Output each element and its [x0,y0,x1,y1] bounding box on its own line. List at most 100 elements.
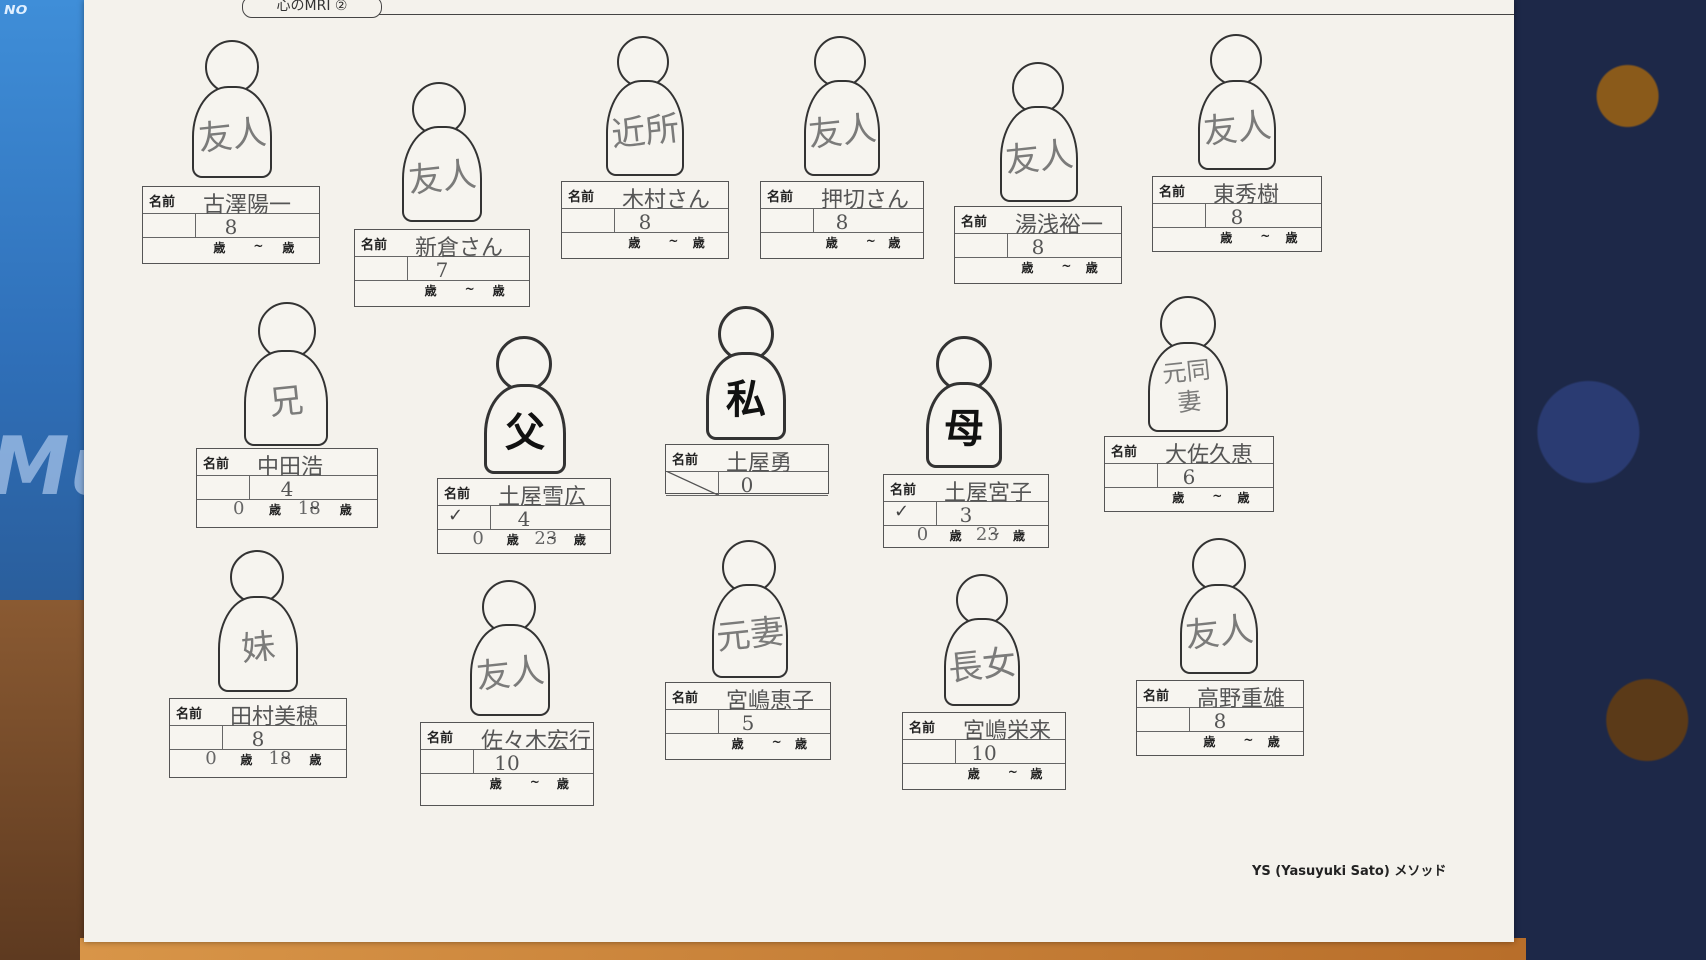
worksheet-page: 心のMRI ② YS (Yasuyuki Sato) メソッド 友人名前古澤陽一… [84,0,1514,942]
background-left-blue: ᴺᴼ Mu [0,0,127,600]
range-sai-label: 歳 [556,777,569,791]
person-name[interactable]: 湯浅裕一 [1015,213,1104,238]
person-age[interactable]: 10 [494,751,520,775]
card-row-name [1137,681,1303,708]
person-age[interactable]: 4 [280,477,294,501]
person-name[interactable]: 木村さん [622,188,711,213]
range-to[interactable]: 23 [534,528,558,549]
person-name[interactable]: 大佐久恵 [1165,443,1254,468]
range-sai-label: 歳 [1172,491,1185,505]
range-sai-label: 歳 [1021,261,1034,275]
range-sai-label: 歳 [240,753,253,767]
person-head [814,36,866,88]
person-body: 友人 [470,624,550,716]
footer-credit: YS (Yasuyuki Sato) メソッド [1252,864,1447,879]
person-name[interactable]: 土屋雪広 [498,485,587,510]
person-age[interactable]: 8 [251,727,265,751]
person-name[interactable]: 宮嶋恵子 [726,689,815,714]
name-label: 名前 [361,238,388,253]
person-age[interactable]: 10 [971,741,997,765]
person-age[interactable]: 8 [1230,205,1244,229]
range-from[interactable]: 0 [233,498,245,519]
person-name[interactable]: 東秀樹 [1213,183,1280,208]
relation-label: 友人 [406,154,479,201]
person-name[interactable]: 佐々木宏行 [481,729,592,754]
card-row-name [1105,437,1273,464]
card-row-name [421,723,593,750]
name-label: 名前 [672,453,699,468]
range-from[interactable]: 0 [205,748,217,769]
background-desk-edge [80,938,1526,960]
relation-label: 父 [505,410,545,456]
person-name[interactable]: 土屋勇 [726,451,793,476]
person-name[interactable]: 高野重雄 [1197,687,1286,712]
range-sai-label: 歳 [506,533,519,547]
card-divider [1205,203,1206,227]
card-row-name [355,230,529,257]
name-label: 名前 [890,483,917,498]
header-rule [274,14,1514,15]
range-to[interactable]: 23 [975,524,999,545]
person-name[interactable]: 古澤陽一 [203,193,292,218]
range-from[interactable]: 0 [472,528,484,549]
person-body: 友人 [402,126,482,222]
range-tilde: ~ [668,234,679,248]
relation-label: 母 [944,406,984,452]
card-row-age [666,471,828,496]
person-body: 私 [706,352,786,440]
card-divider [222,725,223,749]
person-name[interactable]: 中田浩 [257,455,324,480]
background-cloth [1510,0,1706,960]
person-age[interactable]: 0 [740,473,754,497]
person-age[interactable]: 4 [517,507,531,531]
card-row-age [421,749,593,774]
range-sai-label: 歳 [1203,735,1216,749]
person-age[interactable]: 8 [1031,235,1045,259]
person-age[interactable]: 6 [1182,465,1196,489]
person-age[interactable]: 8 [638,210,652,234]
header-tab: 心のMRI ② [242,0,382,18]
name-label: 名前 [203,457,230,472]
range-sai-label: 歳 [795,737,808,751]
range-tilde: ~ [1061,259,1072,273]
card-divider [718,471,719,495]
person-name[interactable]: 宮嶋栄来 [963,719,1052,744]
range-sai-label: 歳 [489,777,502,791]
person-age[interactable]: 8 [224,215,238,239]
person-age[interactable]: 5 [741,711,755,735]
person-age[interactable]: 8 [1213,709,1227,733]
range-from[interactable]: 0 [916,524,929,545]
person-body: 兄 [244,350,328,446]
relation-label: 近所 [609,108,682,155]
range-to[interactable]: 18 [268,748,292,769]
person-name[interactable]: 田村美穂 [230,705,319,730]
person-name[interactable]: 土屋宮子 [944,481,1033,506]
person-body: 母 [926,382,1002,468]
person-head [496,336,552,392]
card-divider [249,475,250,499]
range-to[interactable]: 18 [297,498,321,519]
person-age[interactable]: 7 [435,258,449,282]
card-row-name [143,187,319,214]
relation-label: 友人 [1003,134,1076,181]
name-label: 名前 [444,487,471,502]
person-body: 友人 [804,80,880,176]
person-name[interactable]: 新倉さん [415,236,504,261]
range-sai-label: 歳 [1085,261,1098,275]
range-tilde: ~ [1212,489,1223,503]
range-sai-label: 歳 [213,241,226,255]
person-age[interactable]: 3 [959,503,973,527]
person-name[interactable]: 押切さん [821,188,910,213]
card-row-age [884,501,1048,526]
range-sai-label: 歳 [339,503,352,517]
range-tilde: ~ [546,531,557,545]
relation-label: 友人 [1201,105,1274,152]
name-label: 名前 [909,721,936,736]
person-age[interactable]: 8 [835,210,849,234]
